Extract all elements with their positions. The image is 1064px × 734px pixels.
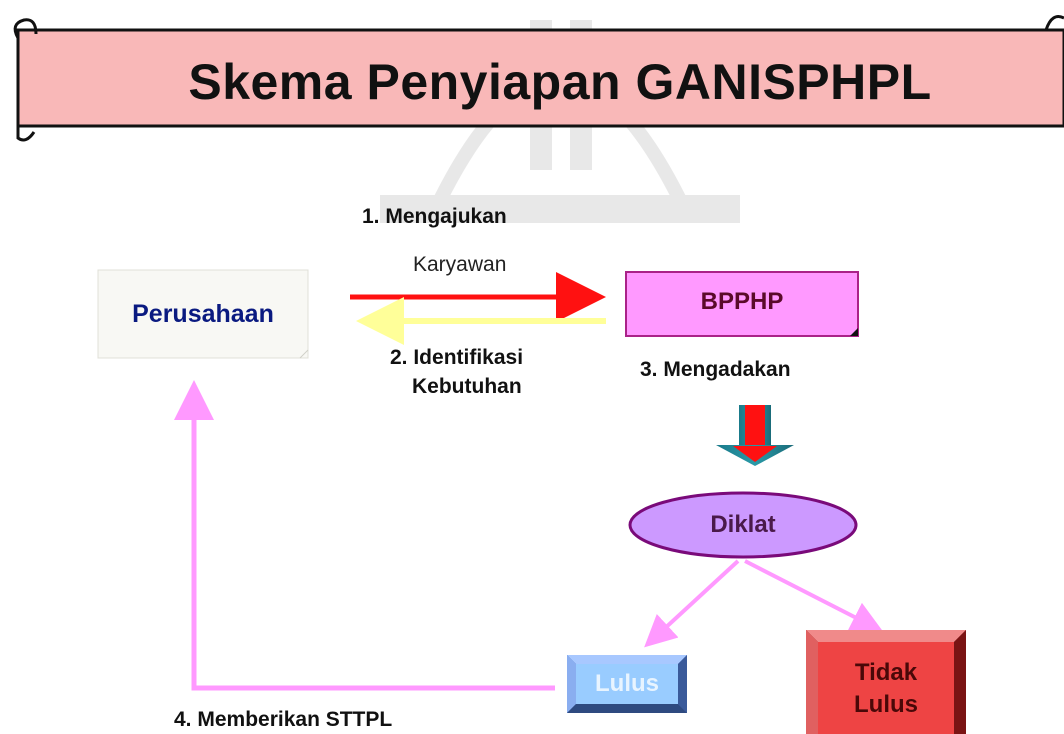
to-tidak-lulus-arrow — [744, 559, 884, 632]
step2-label-line1: 2. Identifikasi — [390, 346, 524, 369]
tidak-lulus-label: Tidak Lulus — [854, 659, 918, 718]
diklat-node — [628, 491, 858, 559]
step2-label-line2: Kebutuhan — [412, 375, 522, 398]
banner-curl-left — [13, 18, 38, 39]
to-lulus-arrow — [644, 559, 740, 648]
step3-label: 3. Mengadakan — [640, 358, 791, 381]
perusahaan-label: Perusahaan — [132, 299, 274, 328]
lulus-node — [567, 655, 687, 713]
step4-label: 4. Memberikan STTPL — [174, 708, 393, 731]
down-block-arrow — [716, 405, 794, 466]
tidak-lulus-node — [806, 630, 966, 734]
bpphp-node — [625, 271, 859, 337]
banner-body — [16, 28, 1064, 128]
diklat-label: Diklat — [710, 511, 776, 538]
step1-label: 1. Mengajukan — [362, 205, 507, 228]
page-title: Skema Penyiapan GANISPHPL — [188, 54, 932, 110]
title-banner — [13, 15, 1064, 142]
lulus-label: Lulus — [595, 670, 659, 697]
banner-curl-bottom — [16, 126, 36, 142]
banner-curl-right — [1044, 15, 1064, 31]
bpphp-label: BPPHP — [700, 288, 784, 315]
perusahaan-node — [97, 269, 309, 359]
karyawan-label: Karyawan — [413, 253, 507, 276]
sttpl-return-arrow — [174, 380, 555, 691]
